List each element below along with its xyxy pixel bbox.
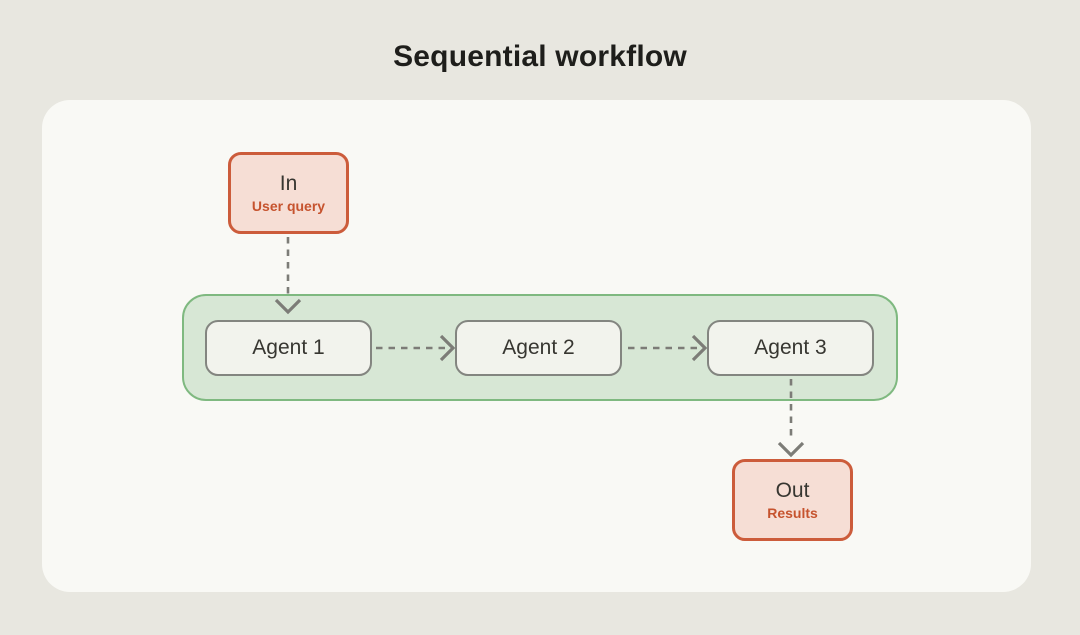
agent-2-node: Agent 2 bbox=[455, 320, 622, 376]
output-node-sublabel: Results bbox=[767, 505, 818, 521]
input-node-label: In bbox=[279, 172, 298, 195]
input-node: In User query bbox=[228, 152, 349, 234]
output-node-label: Out bbox=[775, 479, 810, 502]
agent-1-label: Agent 1 bbox=[252, 336, 325, 359]
agent-1-node: Agent 1 bbox=[205, 320, 372, 376]
output-node: Out Results bbox=[732, 459, 853, 541]
agent-2-label: Agent 2 bbox=[502, 336, 575, 359]
agent-3-label: Agent 3 bbox=[754, 336, 827, 359]
input-node-sublabel: User query bbox=[251, 198, 326, 214]
page-title: Sequential workflow bbox=[393, 40, 687, 73]
agent-3-node: Agent 3 bbox=[707, 320, 874, 376]
